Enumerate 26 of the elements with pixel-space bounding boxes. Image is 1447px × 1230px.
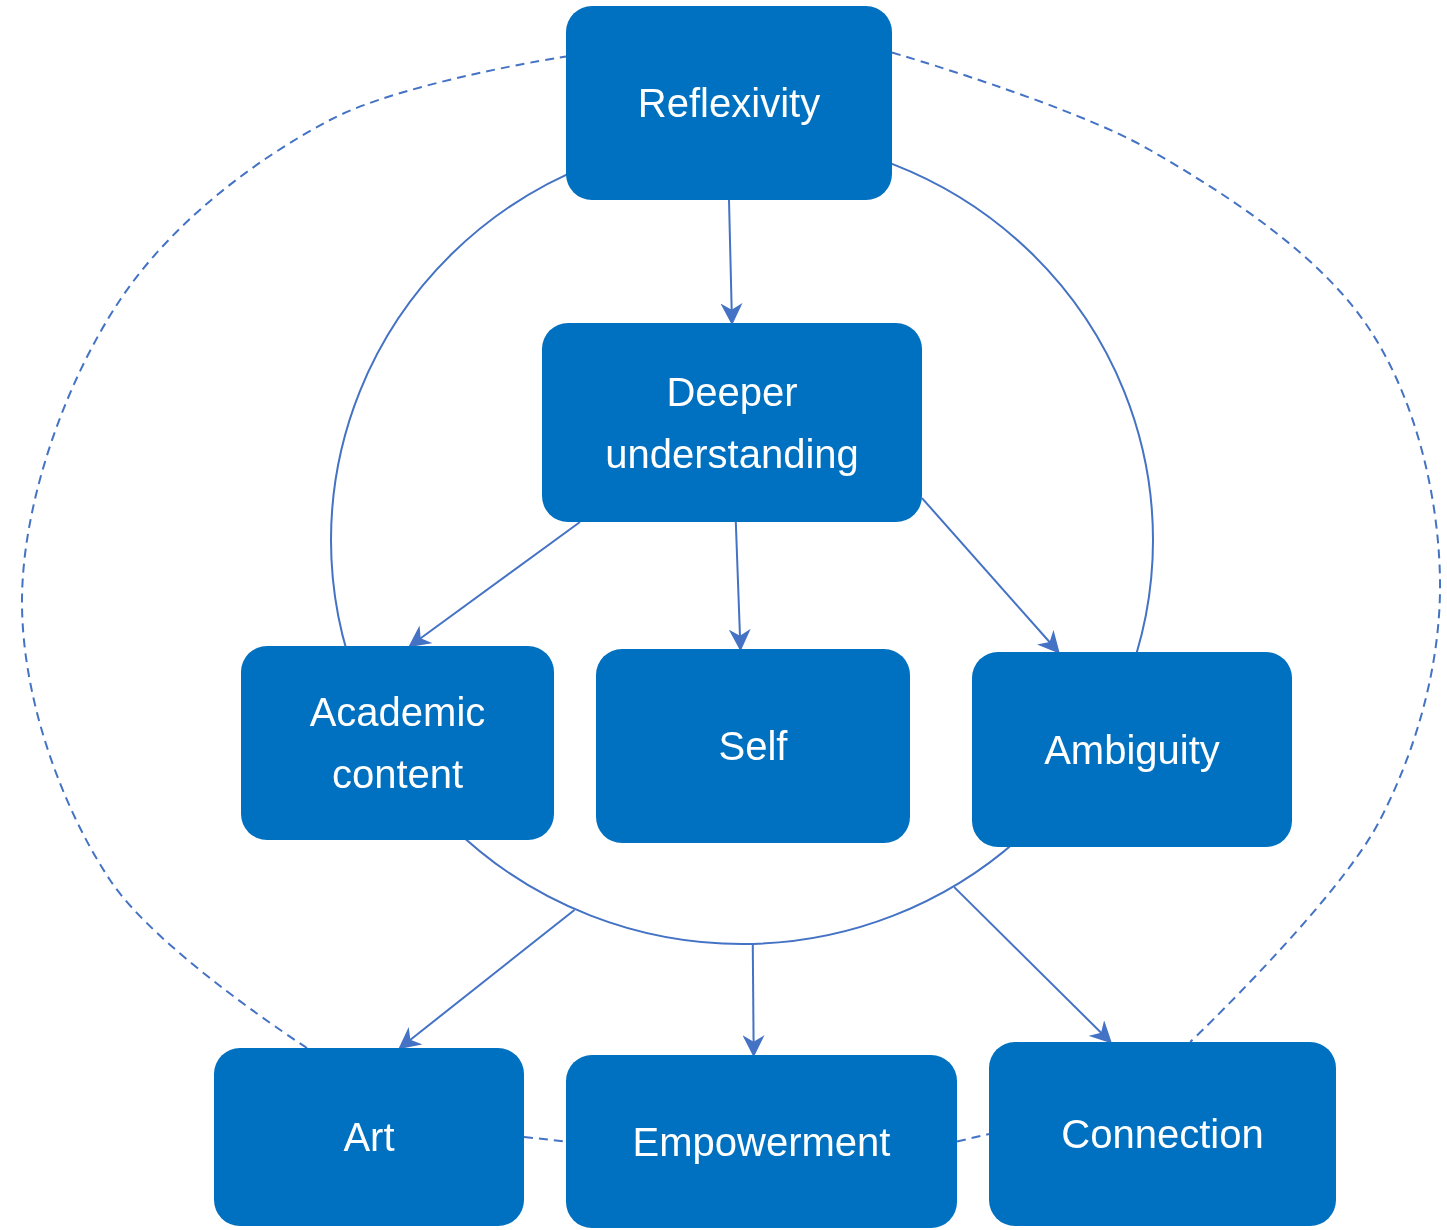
arrow bbox=[408, 521, 581, 648]
concept-label: Empowerment bbox=[631, 1118, 892, 1166]
dashed-connector bbox=[21, 55, 567, 1049]
arrow bbox=[742, 943, 765, 1058]
concept-label: Ambiguity bbox=[1043, 726, 1221, 774]
dashed-connector bbox=[891, 51, 1441, 1043]
arrow bbox=[720, 199, 743, 326]
arrow bbox=[953, 886, 1112, 1044]
concept-box bbox=[566, 6, 892, 200]
dashed-connector bbox=[956, 1133, 990, 1143]
concept-box bbox=[214, 1048, 524, 1226]
concept-label: Academic content bbox=[308, 689, 487, 798]
concept-label: Connection bbox=[1060, 1111, 1265, 1158]
concept-box bbox=[596, 649, 910, 843]
concept-box bbox=[989, 1042, 1336, 1226]
concept-label: Deeper understanding bbox=[604, 368, 860, 478]
concept-label: Art bbox=[342, 1114, 396, 1161]
arrow bbox=[728, 521, 751, 652]
concept-box bbox=[241, 646, 554, 840]
concept-box bbox=[542, 323, 922, 522]
concept-box bbox=[972, 652, 1292, 847]
arrow bbox=[921, 497, 1060, 654]
concept-label: Self bbox=[717, 723, 789, 770]
arrow bbox=[398, 909, 576, 1050]
concept-box bbox=[566, 1055, 957, 1228]
concept-label: Reflexivity bbox=[636, 80, 822, 127]
